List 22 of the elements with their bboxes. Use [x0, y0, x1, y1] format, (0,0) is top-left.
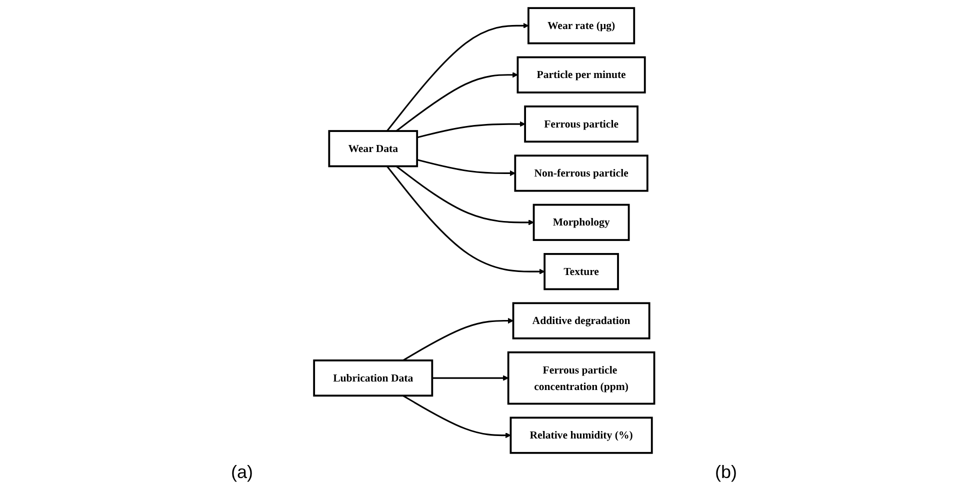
arrow	[396, 72, 518, 132]
panel-label: (a)	[231, 462, 253, 484]
node-box: Ferrous particle	[524, 104, 638, 142]
arrow	[386, 22, 529, 132]
arrow	[416, 158, 516, 176]
arrow	[402, 394, 511, 438]
node-box: Morphology	[532, 203, 630, 240]
arrow	[432, 374, 508, 380]
node-box: Texture	[543, 252, 619, 290]
arrow	[416, 120, 526, 138]
node-box: Wear Data	[328, 130, 418, 167]
node-box: Ferrous particle concentration (ppm)	[507, 350, 656, 404]
panel-label: (b)	[715, 462, 737, 484]
node-box: Non-ferrous particle	[514, 154, 648, 192]
arrow	[396, 165, 534, 225]
node-box: Lubrication Data	[312, 358, 433, 396]
node-box: Relative humidity (%)	[510, 416, 653, 454]
node-box: Additive degradation	[512, 302, 650, 339]
node-box: Wear rate (μg)	[527, 6, 635, 44]
arrow	[386, 165, 545, 274]
arrow	[402, 317, 514, 361]
node-box: Particle per minute	[516, 56, 646, 93]
